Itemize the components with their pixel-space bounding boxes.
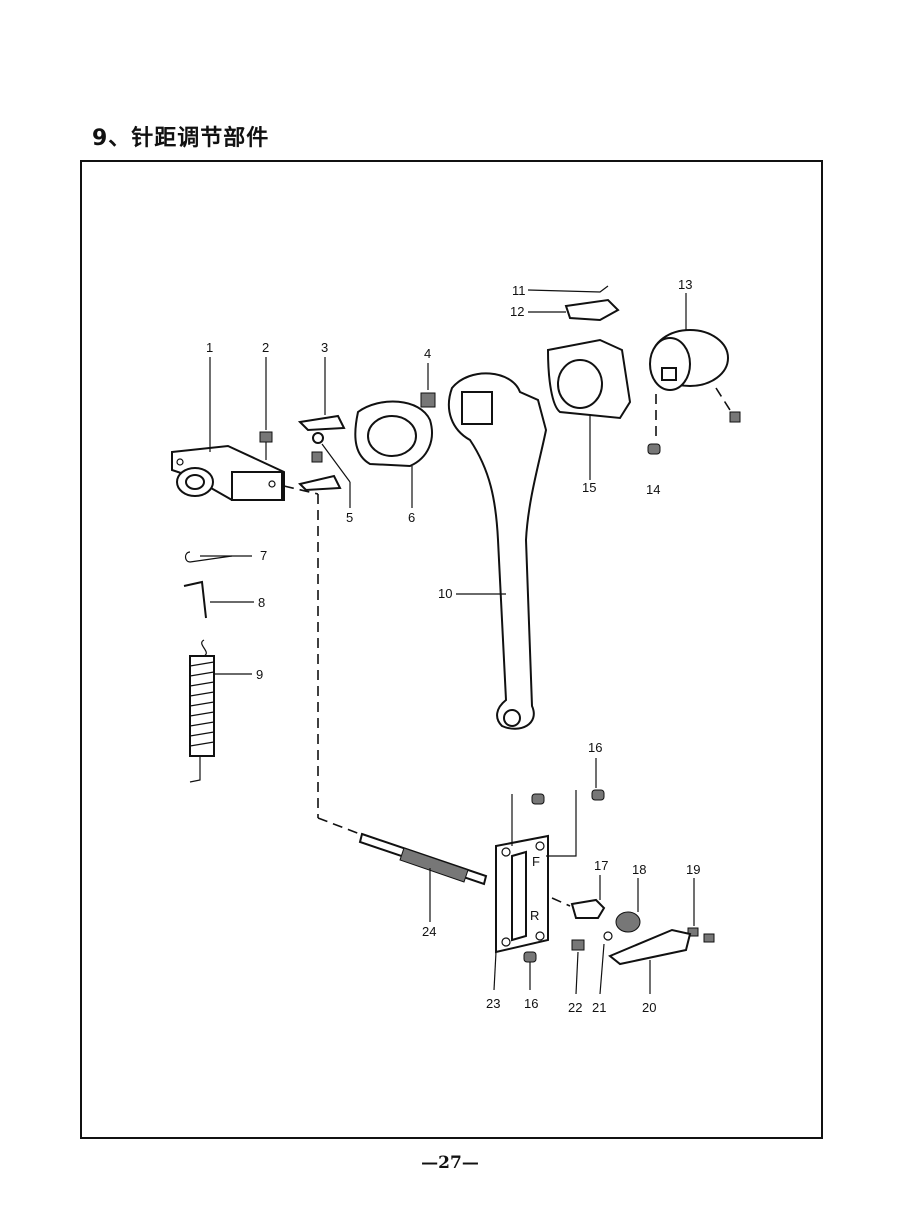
part-9-spring [189, 639, 215, 783]
callout-19: 19 [686, 862, 700, 877]
part-21-ball [603, 931, 613, 941]
part-16-screw [531, 793, 545, 805]
plate-mark-r: R [530, 908, 539, 923]
part-24-rod [358, 832, 488, 886]
part-7-pin [184, 551, 233, 563]
plate-mark-f: F [532, 854, 540, 869]
part-15-block [546, 338, 632, 420]
diagram-frame [80, 160, 823, 1139]
page-number: —27— [421, 1153, 479, 1173]
callout-23: 23 [486, 996, 500, 1011]
callout-17: 17 [594, 858, 608, 873]
part-17-pin [570, 898, 606, 919]
callout-4: 4 [424, 346, 431, 361]
part-11-clip [527, 285, 609, 293]
part-6-cam [354, 400, 433, 468]
part-13-screw [729, 411, 741, 423]
part-10-lever [447, 372, 548, 730]
callout-12: 12 [510, 304, 524, 319]
callout-14: 14 [646, 482, 660, 497]
callout-9: 9 [256, 667, 263, 682]
callout-2: 2 [262, 340, 269, 355]
callout-18: 18 [632, 862, 646, 877]
callout-21: 21 [592, 1000, 606, 1015]
part-3-plate [297, 414, 346, 492]
part-14-nut [647, 443, 661, 455]
callout-5: 5 [346, 510, 353, 525]
callout-11: 11 [512, 283, 526, 298]
callout-8: 8 [258, 595, 265, 610]
part-18-knob [615, 911, 641, 933]
callout-16: 16 [524, 996, 538, 1011]
part-2-screw [259, 431, 273, 460]
callout-1: 1 [206, 340, 213, 355]
callout-20: 20 [642, 1000, 656, 1015]
callout-3: 3 [321, 340, 328, 355]
page-title: 9、针距调节部件 [92, 126, 270, 151]
callout-15: 15 [582, 480, 596, 495]
callout-16: 16 [588, 740, 602, 755]
callout-22: 22 [568, 1000, 582, 1015]
part-4-nut [420, 392, 436, 408]
part-16-screw [523, 951, 537, 963]
part-22-screw [571, 939, 585, 951]
part-19-screw [687, 927, 699, 937]
callout-10: 10 [438, 586, 452, 601]
part-12-plate [564, 298, 620, 322]
part-19-screw [703, 933, 715, 943]
part-8-rod [183, 580, 207, 619]
callout-24: 24 [422, 924, 436, 939]
part-20-lever [608, 928, 692, 966]
part-23-plate [495, 834, 549, 954]
callout-7: 7 [260, 548, 267, 563]
callout-6: 6 [408, 510, 415, 525]
callout-13: 13 [678, 277, 692, 292]
part-16-screw [591, 789, 605, 801]
part-13-block [649, 329, 729, 391]
part-1-crank [171, 444, 285, 501]
